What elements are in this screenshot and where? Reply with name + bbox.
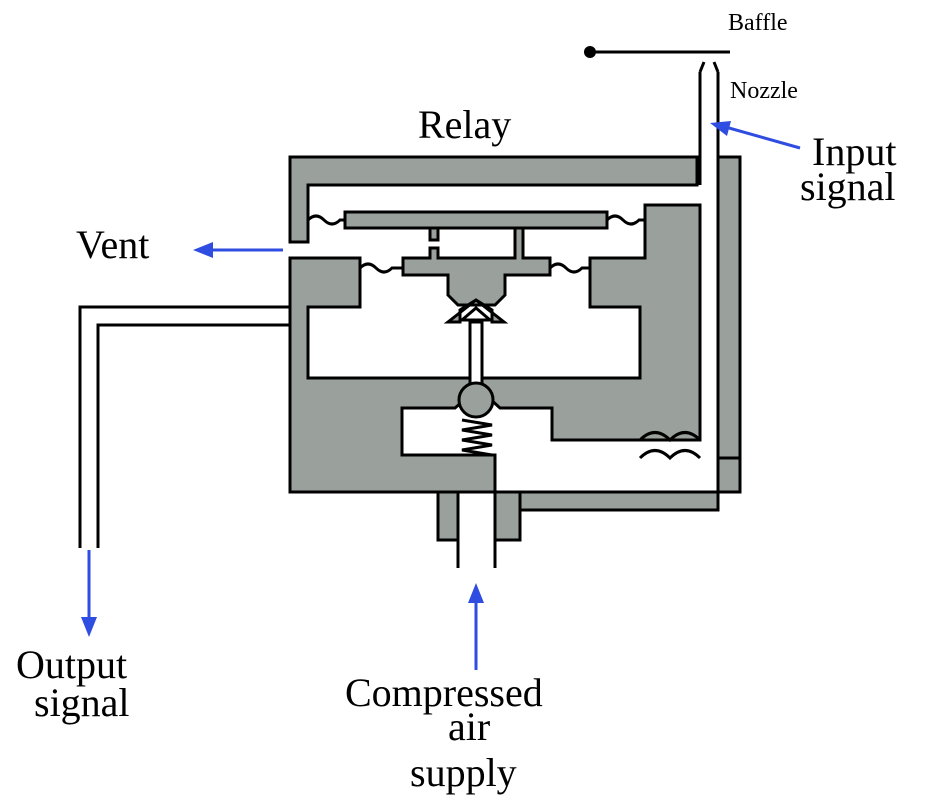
valve-assembly — [358, 226, 590, 457]
output-signal-label-line2: signal — [34, 680, 130, 725]
upper-diaphragm — [306, 210, 645, 230]
output-arrow — [81, 550, 97, 637]
output-signal-label-line1: Output — [16, 642, 127, 687]
supply-arrow — [468, 583, 484, 670]
supply-pipe — [456, 540, 497, 568]
vent-label: Vent — [76, 222, 149, 267]
vent-arrow — [193, 242, 283, 258]
supply-label-line2: air — [448, 704, 490, 749]
output-pipe — [78, 305, 290, 548]
relay-label: Relay — [418, 102, 511, 147]
nozzle — [638, 61, 720, 461]
relay-body — [288, 155, 742, 542]
nozzle-label: Nozzle — [730, 78, 798, 104]
supply-label-line3: supply — [410, 750, 517, 795]
input-signal-arrow — [710, 121, 801, 150]
baffle-label: Baffle — [728, 10, 788, 36]
supply-label-line1: Compressed — [345, 670, 543, 715]
input-signal-label-line1: Input — [812, 129, 896, 174]
baffle — [584, 46, 730, 58]
input-signal-label-line2: signal — [800, 164, 896, 209]
